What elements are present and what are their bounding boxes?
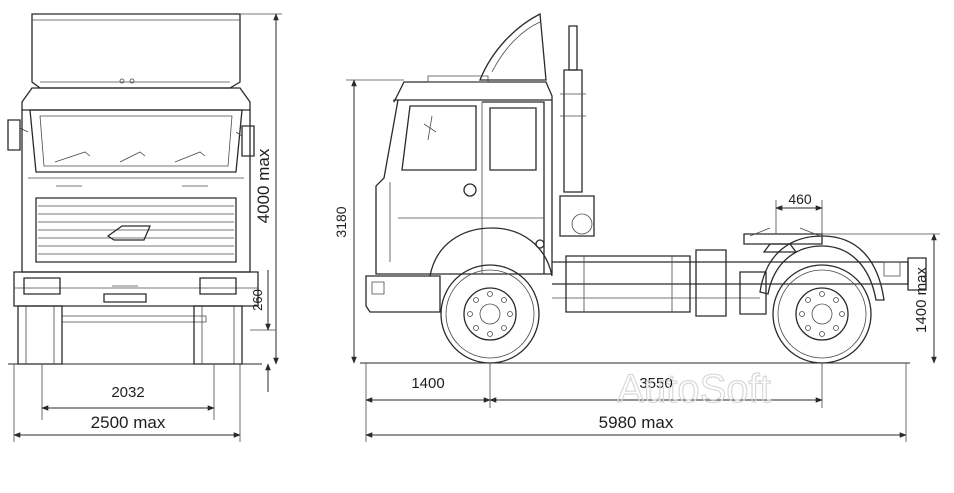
autosoft-watermark: AutoSoft [617,367,770,411]
side-length-label: 5980 max [599,413,674,432]
side-cab-height-label: 3180 [333,206,349,237]
side-front-overhang-label: 1400 [411,375,444,392]
front-track-label: 2032 [111,384,144,401]
side-coupling-height-label: 1400 max [913,267,930,333]
front-height-label: 4000 max [254,148,273,223]
front-clearance-label: 260 [250,289,265,311]
side-view [360,12,927,364]
front-view-dimensions [13,13,282,442]
front-width-label: 2500 max [91,413,166,432]
front-view [7,13,262,365]
side-view-dimensions [346,79,940,442]
side-wheelbase-label: 3550 [639,375,672,392]
side-coupling-offset-label: 460 [788,191,812,207]
